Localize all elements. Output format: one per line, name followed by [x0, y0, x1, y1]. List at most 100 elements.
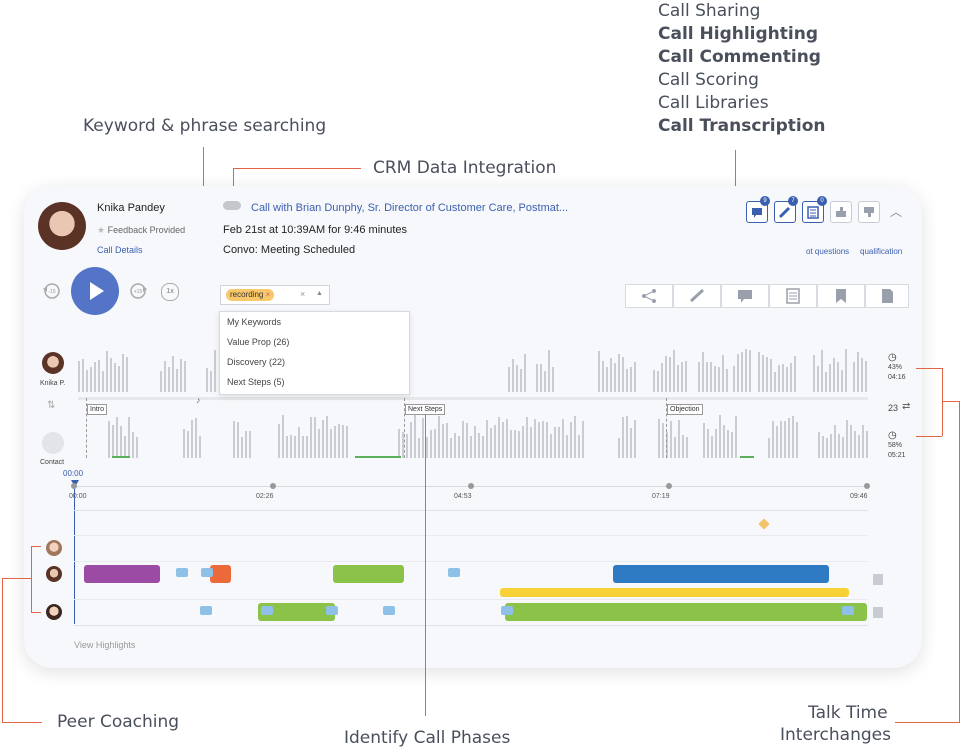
keyword-chip[interactable]: recording × [226, 289, 275, 301]
thumbs-up-icon [836, 207, 846, 217]
speed-button[interactable]: 1x [161, 283, 179, 301]
contact-waveform[interactable] [78, 412, 868, 458]
transcript-row-icon[interactable] [873, 574, 883, 585]
phase-label[interactable]: Intro [87, 404, 108, 415]
waveform-bar [665, 356, 667, 392]
comments-badge: 9 [760, 196, 770, 206]
highlight-button[interactable] [673, 284, 721, 308]
waveform-bar [164, 361, 166, 392]
waveform-bar [670, 421, 672, 458]
phase-label[interactable]: Objection [667, 404, 703, 415]
waveform-bar [438, 416, 440, 458]
thumbs-up-button[interactable] [830, 201, 852, 223]
play-button[interactable] [71, 267, 119, 315]
waveform-bar [490, 428, 492, 458]
comments-button[interactable] [746, 201, 768, 223]
dropdown-option[interactable]: Next Steps (5) [227, 377, 285, 387]
clear-icon[interactable]: × [300, 289, 306, 299]
waveform-bar [737, 354, 739, 392]
forward-button[interactable]: +15 [128, 282, 150, 300]
view-highlights-link[interactable]: View Highlights [74, 640, 136, 650]
highlight-segment[interactable] [500, 588, 849, 597]
rewind-icon: -15 [43, 283, 60, 299]
dropdown-caret-icon[interactable]: ▲ [316, 290, 323, 297]
waveform-bar [731, 432, 733, 458]
library-button[interactable] [817, 284, 865, 308]
call-details-link[interactable]: Call Details [97, 245, 143, 255]
waveform-bar [558, 427, 560, 458]
scorecard-button[interactable] [802, 201, 824, 223]
dropdown-option[interactable]: Value Prop (26) [227, 337, 290, 347]
waveform-bar [681, 362, 683, 392]
highlight-segment[interactable] [84, 565, 160, 583]
feedback-label: Feedback Provided [107, 225, 186, 235]
comment-bubble-icon[interactable] [842, 606, 854, 615]
waveform-bar [661, 363, 663, 392]
waveform-bar [830, 434, 832, 458]
comment-bubble-icon[interactable] [448, 568, 460, 577]
waveform-bar [602, 361, 604, 392]
comment-bubble-icon[interactable] [200, 606, 212, 615]
playhead-line [74, 486, 75, 624]
highlight-segment[interactable] [505, 603, 867, 621]
crm-connector-v [233, 168, 234, 200]
waveform-bar [566, 435, 568, 458]
svg-text:+15: +15 [134, 289, 143, 295]
dropdown-option[interactable]: Discovery (22) [227, 357, 286, 367]
waveform-bar [322, 420, 324, 458]
waveform-bar [520, 369, 522, 392]
notes-button[interactable] [774, 201, 796, 223]
peer-coaching-connector [2, 578, 3, 723]
grid-row-line [74, 561, 868, 562]
waveform-bar [626, 369, 628, 392]
rewind-button[interactable]: -15 [40, 282, 62, 300]
highlight-segment[interactable] [613, 565, 829, 583]
waveform-bar [792, 416, 794, 458]
waveform-bar [669, 357, 671, 392]
comment-bubble-icon[interactable] [261, 606, 273, 615]
waveform-bar [534, 419, 536, 458]
comment-bubble-icon[interactable] [383, 606, 395, 615]
waveform-bar [195, 418, 197, 458]
highlight-segment[interactable] [258, 603, 335, 621]
collapse-chevron-icon[interactable]: ︿ [890, 205, 903, 219]
share-button[interactable] [625, 284, 673, 308]
keyword-search-annotation: Keyword & phrase searching [83, 116, 327, 136]
comment-bubble-icon[interactable] [201, 568, 213, 577]
tag-link[interactable]: qualification [860, 247, 903, 256]
waveform-bar [733, 366, 735, 392]
waveform-bar [187, 431, 189, 458]
comment-bubble-icon[interactable] [176, 568, 188, 577]
transcript-row-icon[interactable] [873, 607, 883, 618]
comment-button[interactable] [721, 284, 769, 308]
call-phases-annotation: Identify Call Phases [344, 728, 511, 748]
waveform-bar [813, 355, 815, 392]
waveform-bar [530, 427, 532, 458]
waveform-bar [114, 363, 116, 392]
transcript-button[interactable] [865, 284, 909, 308]
waveform-bar [780, 421, 782, 458]
waveform-bar [330, 429, 332, 458]
waveform-bar [110, 358, 112, 392]
waveform-bar [168, 367, 170, 392]
keyword-filter-input[interactable]: recording × × ▲ [220, 285, 330, 305]
waveform-bar [698, 362, 700, 392]
swap-icon[interactable]: ⇅ [47, 400, 56, 411]
scoring-button[interactable] [769, 284, 817, 308]
highlight-segment[interactable] [210, 565, 231, 583]
tag-link[interactable]: ot questions [806, 247, 850, 256]
waveform-bar [758, 352, 760, 392]
waveform-bar [666, 432, 668, 458]
call-title-link[interactable]: Call with Brian Dunphy, Sr. Director of … [251, 202, 569, 214]
waveform-bar [510, 430, 512, 458]
thumbs-down-button[interactable] [858, 201, 880, 223]
rep-waveform[interactable] [78, 346, 868, 392]
interchange-count: 23 [888, 403, 899, 413]
comment-bubble-icon[interactable] [501, 606, 513, 615]
waveform-bar [786, 367, 788, 392]
keyword-dropdown: My Keywords Value Prop (26) Discovery (2… [219, 311, 410, 395]
chip-remove-icon[interactable]: × [265, 290, 271, 299]
comment-bubble-icon[interactable] [326, 606, 338, 615]
waveform-bar [450, 438, 452, 458]
highlight-segment[interactable] [333, 565, 404, 583]
